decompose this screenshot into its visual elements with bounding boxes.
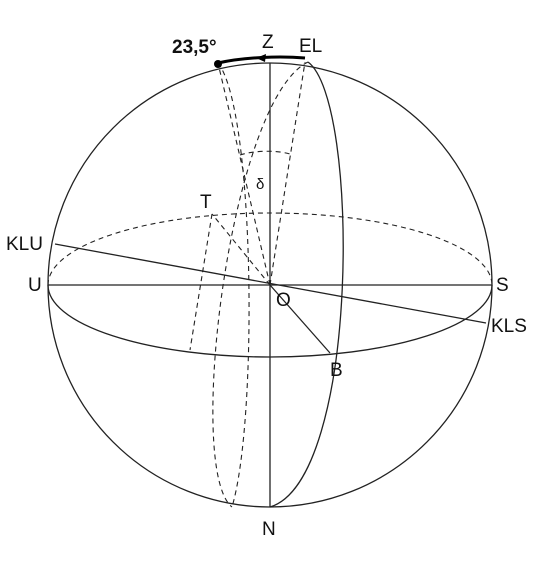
declination-arc xyxy=(239,150,294,156)
line-o-to-el xyxy=(269,61,306,286)
label-declination: δ xyxy=(256,176,264,193)
line-o-to-b xyxy=(269,284,331,354)
label-center: O xyxy=(276,290,291,311)
ecliptic-circle-back xyxy=(212,61,309,508)
label-b: B xyxy=(330,360,343,381)
line-o-to-t xyxy=(211,213,271,286)
label-t: T xyxy=(200,192,212,213)
label-klu: KLU xyxy=(6,234,43,255)
line-t-down xyxy=(189,213,213,351)
angle-point-dot xyxy=(214,60,222,68)
label-ecliptic-pole: EL xyxy=(299,36,322,57)
line-o-to-angle-point xyxy=(217,62,271,286)
label-kls: KLS xyxy=(491,316,527,337)
label-zenith: Z xyxy=(262,32,274,53)
ecliptic-circle-front xyxy=(269,61,344,508)
label-east: S xyxy=(496,275,509,296)
label-west: U xyxy=(28,275,42,296)
meridian-dashed xyxy=(217,62,250,508)
arrow-head-icon xyxy=(256,54,266,62)
label-angle: 23,5° xyxy=(172,37,217,58)
label-north: N xyxy=(262,519,276,540)
